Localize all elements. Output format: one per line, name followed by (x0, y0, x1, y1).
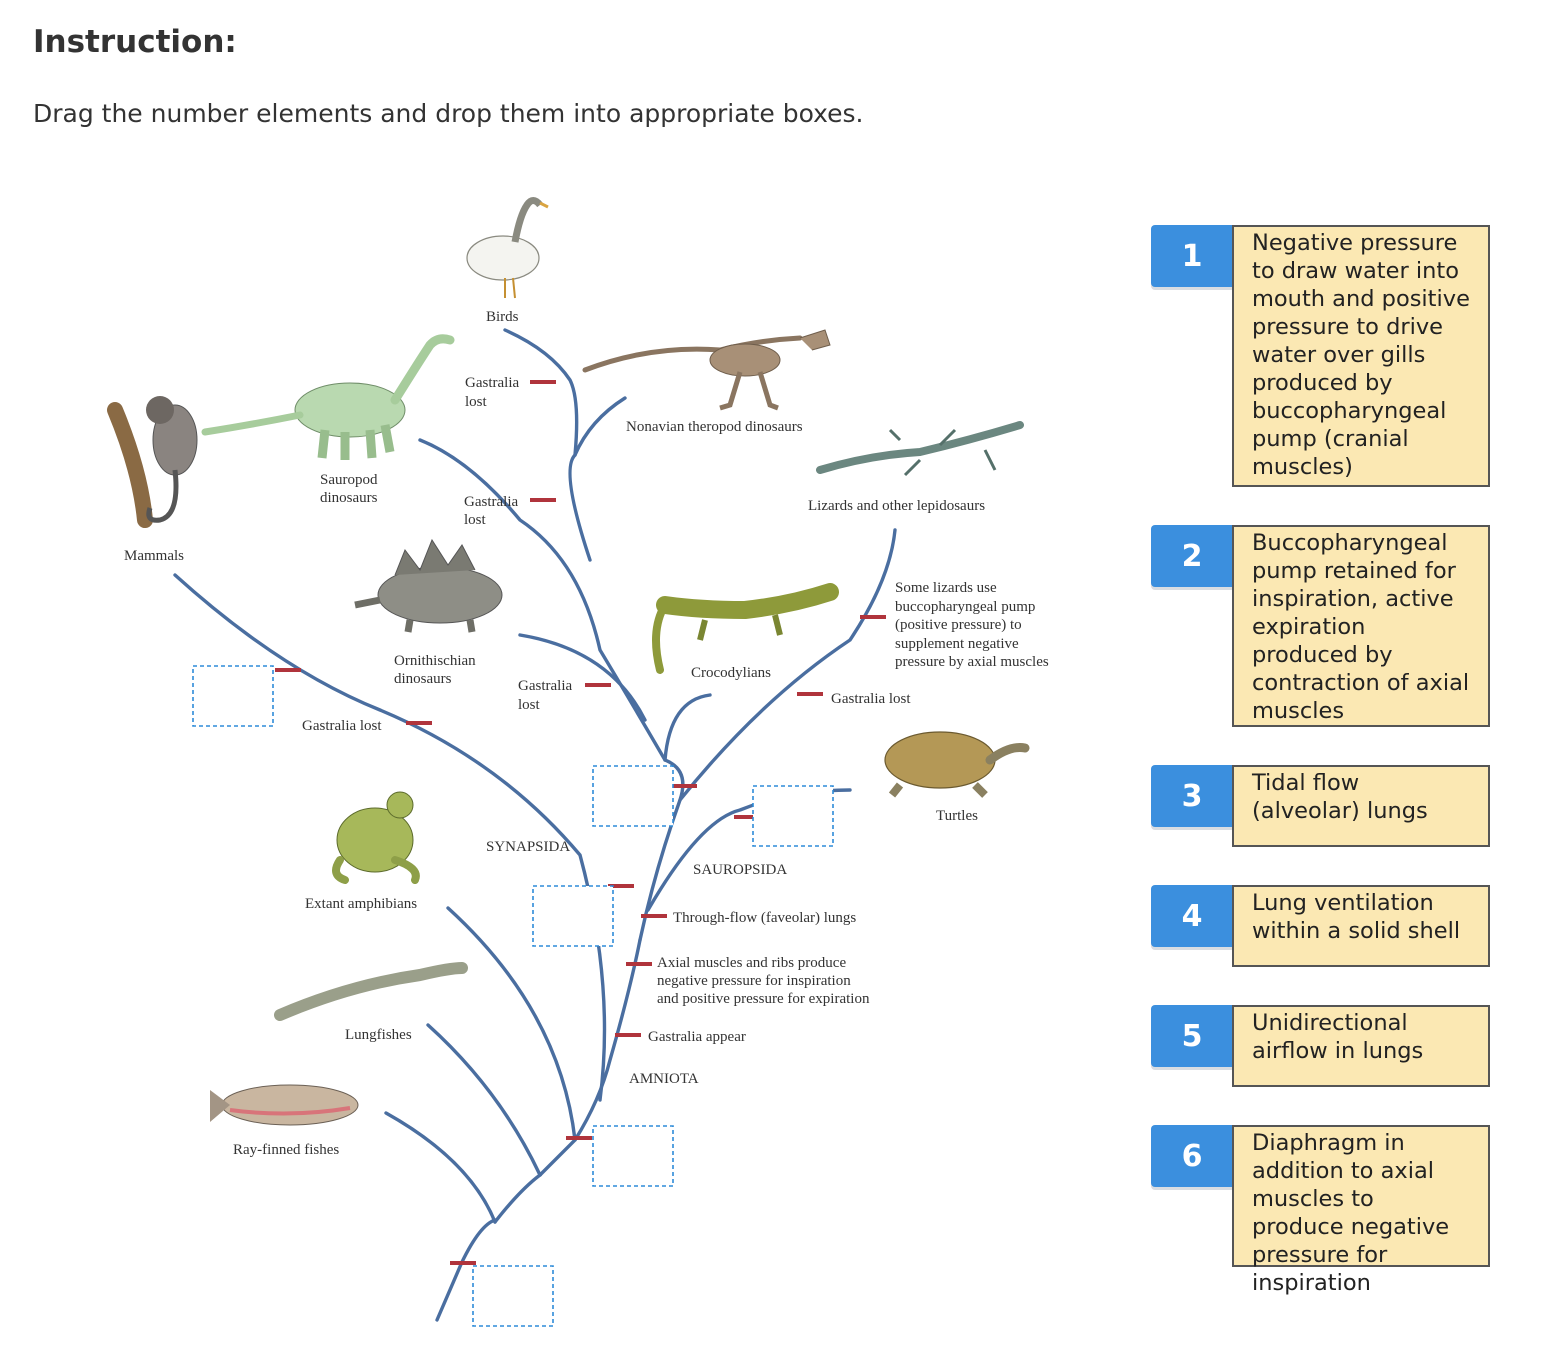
label-sauropsida: SAUROPSIDA (693, 862, 787, 878)
instruction-heading: Instruction: (33, 24, 237, 60)
draggable-number-2[interactable]: 2 (1151, 525, 1233, 587)
label-synapsida: SYNAPSIDA (486, 839, 570, 855)
label-ray-finned-fishes: Ray-finned fishes (233, 1142, 339, 1158)
label-sauropod-2: dinosaurs (320, 490, 378, 506)
trait-gastralia-lost-sauropod-2: lost (464, 512, 487, 528)
label-sauropod-1: Sauropod (320, 472, 378, 488)
label-extant-amphibians: Extant amphibians (305, 896, 417, 912)
trait-bars (275, 380, 886, 1265)
trait-gastralia-lost-lizards: Gastralia lost (831, 691, 911, 707)
label-nonavian-theropods: Nonavian theropod dinosaurs (626, 419, 803, 435)
trait-gastralia-lost-mammals: Gastralia lost (302, 718, 382, 734)
label-ornithischian-2: dinosaurs (394, 671, 452, 687)
draggable-number-1[interactable]: 1 (1151, 225, 1233, 287)
draggable-number-4[interactable]: 4 (1151, 885, 1233, 947)
label-lungfishes: Lungfishes (345, 1027, 412, 1043)
trait-some-lizards-3: (positive pressure) to (895, 617, 1022, 633)
trait-gastralia-appear: Gastralia appear (648, 1029, 746, 1045)
description-1: Negative pressure to draw water into mou… (1232, 225, 1490, 487)
trait-some-lizards-5: pressure by axial muscles (895, 654, 1049, 670)
drop-box-amniota-node[interactable] (592, 1125, 674, 1187)
label-turtles: Turtles (936, 808, 978, 824)
trait-gastralia-lost-ornith-2: lost (518, 697, 541, 713)
label-crocodylians: Crocodylians (691, 665, 771, 681)
lungfish-illustration (274, 962, 468, 1021)
drop-box-root[interactable] (472, 1265, 554, 1327)
description-5: Unidirectional airflow in lungs (1232, 1005, 1490, 1087)
label-lizards: Lizards and other lepidosaurs (808, 498, 985, 514)
description-3: Tidal flow (alveolar) lungs (1232, 765, 1490, 847)
frog-illustration (332, 791, 420, 884)
description-4: Lung ventilation within a solid shell (1232, 885, 1490, 967)
trout-illustration (210, 1084, 359, 1126)
marmoset-illustration (107, 396, 198, 528)
trait-axial-3: and positive pressure for expiration (657, 991, 870, 1007)
stegosaur-illustration (354, 538, 503, 633)
trait-throughflow-lungs: Through-flow (faveolar) lungs (673, 910, 856, 926)
draggable-number-3[interactable]: 3 (1151, 765, 1233, 827)
trait-gastralia-lost-ornith-1: Gastralia (518, 678, 572, 694)
trait-gastralia-lost-sauropod-1: Gastralia (464, 494, 518, 510)
drop-box-archosaur-node[interactable] (592, 765, 674, 827)
trait-some-lizards-1: Some lizards use (895, 580, 997, 596)
label-mammals: Mammals (124, 548, 184, 564)
label-birds: Birds (486, 309, 519, 325)
crocodile-illustration (652, 583, 839, 674)
turtle-illustration (884, 731, 1030, 798)
drop-box-turtle-branch[interactable] (752, 785, 834, 847)
trait-axial-1: Axial muscles and ribs produce (657, 955, 846, 971)
drop-box-synapsida-node[interactable] (532, 885, 614, 947)
trait-axial-2: negative pressure for inspiration (657, 973, 851, 989)
description-2: Buccopharyngeal pump retained for inspir… (1232, 525, 1490, 727)
tree-branches (173, 328, 897, 1322)
draggable-number-5[interactable]: 5 (1151, 1005, 1233, 1067)
trait-some-lizards-4: supplement negative (895, 636, 1019, 652)
lizard-illustration (816, 421, 1024, 477)
instruction-text: Drag the number elements and drop them i… (33, 99, 864, 128)
theropod-illustration (582, 329, 831, 411)
trait-some-lizards-2: buccopharyngeal pump (895, 599, 1035, 615)
goose-illustration (466, 197, 549, 299)
label-amniota: AMNIOTA (629, 1071, 699, 1087)
trait-gastralia-lost-birds-2: lost (465, 394, 488, 410)
sauropod-illustration (201, 334, 455, 460)
drop-box-synapsida-branch[interactable] (192, 665, 274, 727)
trait-gastralia-lost-birds-1: Gastralia (465, 375, 519, 391)
draggable-number-6[interactable]: 6 (1151, 1125, 1233, 1187)
description-6: Diaphragm in addition to axial muscles t… (1232, 1125, 1490, 1296)
label-ornithischian-1: Ornithischian (394, 653, 476, 669)
